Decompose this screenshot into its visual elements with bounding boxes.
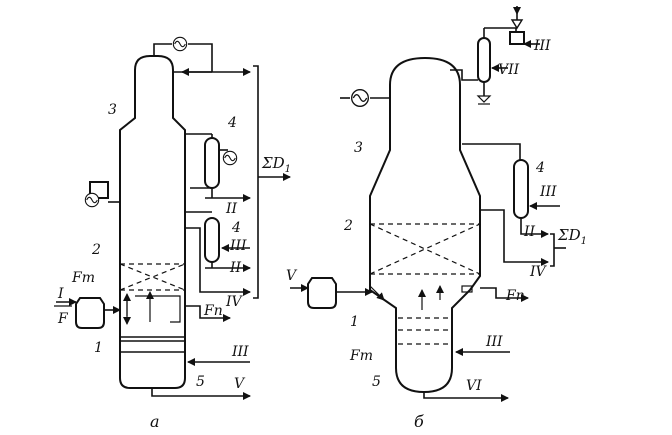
left-label-sum: ΣD1: [261, 154, 291, 175]
right-label-2: 2: [343, 218, 353, 234]
right-label-5: 5: [372, 374, 381, 390]
left-label-5: 5: [196, 374, 205, 390]
right-feed-vessel: [307, 277, 337, 309]
right-label-fn: Fn: [505, 288, 525, 304]
left-scheme: 3 4 4 2 Fm I F Fn 1 II III II IV III 5 V…: [54, 36, 291, 431]
left-stripper-upper: [204, 137, 220, 189]
left-label-ii-upper: II: [225, 201, 238, 217]
right-column-vessel: [369, 56, 481, 394]
left-label-2: 2: [91, 242, 101, 258]
right-top-receiver: [509, 31, 525, 45]
right-label-sum: ΣD1: [557, 226, 587, 247]
right-sum-bracket: [550, 233, 555, 267]
left-label-1: 1: [94, 340, 103, 356]
left-packing: [119, 263, 186, 291]
right-scheme: 3 4 VII III III II IV ΣD1 2 V Fn 1 Fm II…: [286, 6, 587, 431]
left-label-iii-side: III: [229, 238, 247, 254]
left-label-v: V: [234, 376, 246, 392]
left-label-iv: IV: [225, 294, 244, 310]
left-stripper-lower: [204, 217, 220, 263]
left-label-4-lower: 4: [231, 220, 241, 236]
left-preheater-heat-exchanger-icon: [84, 192, 100, 208]
right-label-iii-side: III: [539, 184, 557, 200]
right-label-vii: VII: [498, 62, 520, 78]
right-caption: б: [414, 412, 424, 431]
left-label-ii-lower: II: [229, 260, 242, 276]
right-label-v-feed: V: [286, 268, 298, 284]
right-label-1: 1: [350, 314, 359, 330]
right-label-ii: II: [523, 224, 536, 240]
left-top-heat-exchanger-icon: [172, 36, 188, 52]
right-stripper: [513, 159, 529, 219]
left-label-fn: Fn: [203, 303, 223, 319]
right-top-pump-icon: [510, 19, 524, 30]
right-label-iii-bottom: III: [485, 334, 503, 350]
left-label-fm: Fm: [71, 270, 95, 286]
left-label-3: 3: [108, 102, 117, 118]
right-label-iii-top: III: [533, 38, 551, 54]
left-column-vessel: [119, 55, 186, 389]
left-label-f: F: [57, 311, 69, 327]
left-feed-vessel: [75, 297, 105, 329]
left-stripper-heat-exchanger-icon: [222, 150, 238, 166]
right-label-iv: IV: [529, 264, 548, 280]
left-top-loop: [153, 43, 172, 56]
left-sum-bracket: [253, 65, 259, 299]
right-label-3: 3: [354, 140, 363, 156]
right-label-vi: VI: [466, 378, 482, 394]
left-caption: а: [150, 412, 160, 431]
left-label-4-upper: 4: [227, 115, 237, 131]
right-label-fm: Fm: [349, 348, 373, 364]
left-label-i: I: [57, 286, 64, 302]
right-label-4: 4: [535, 160, 545, 176]
right-reflux-heat-exchanger-icon: [350, 88, 370, 108]
right-packing: [369, 223, 481, 275]
right-separator: [477, 37, 491, 83]
left-label-iii-bottom: III: [231, 344, 249, 360]
